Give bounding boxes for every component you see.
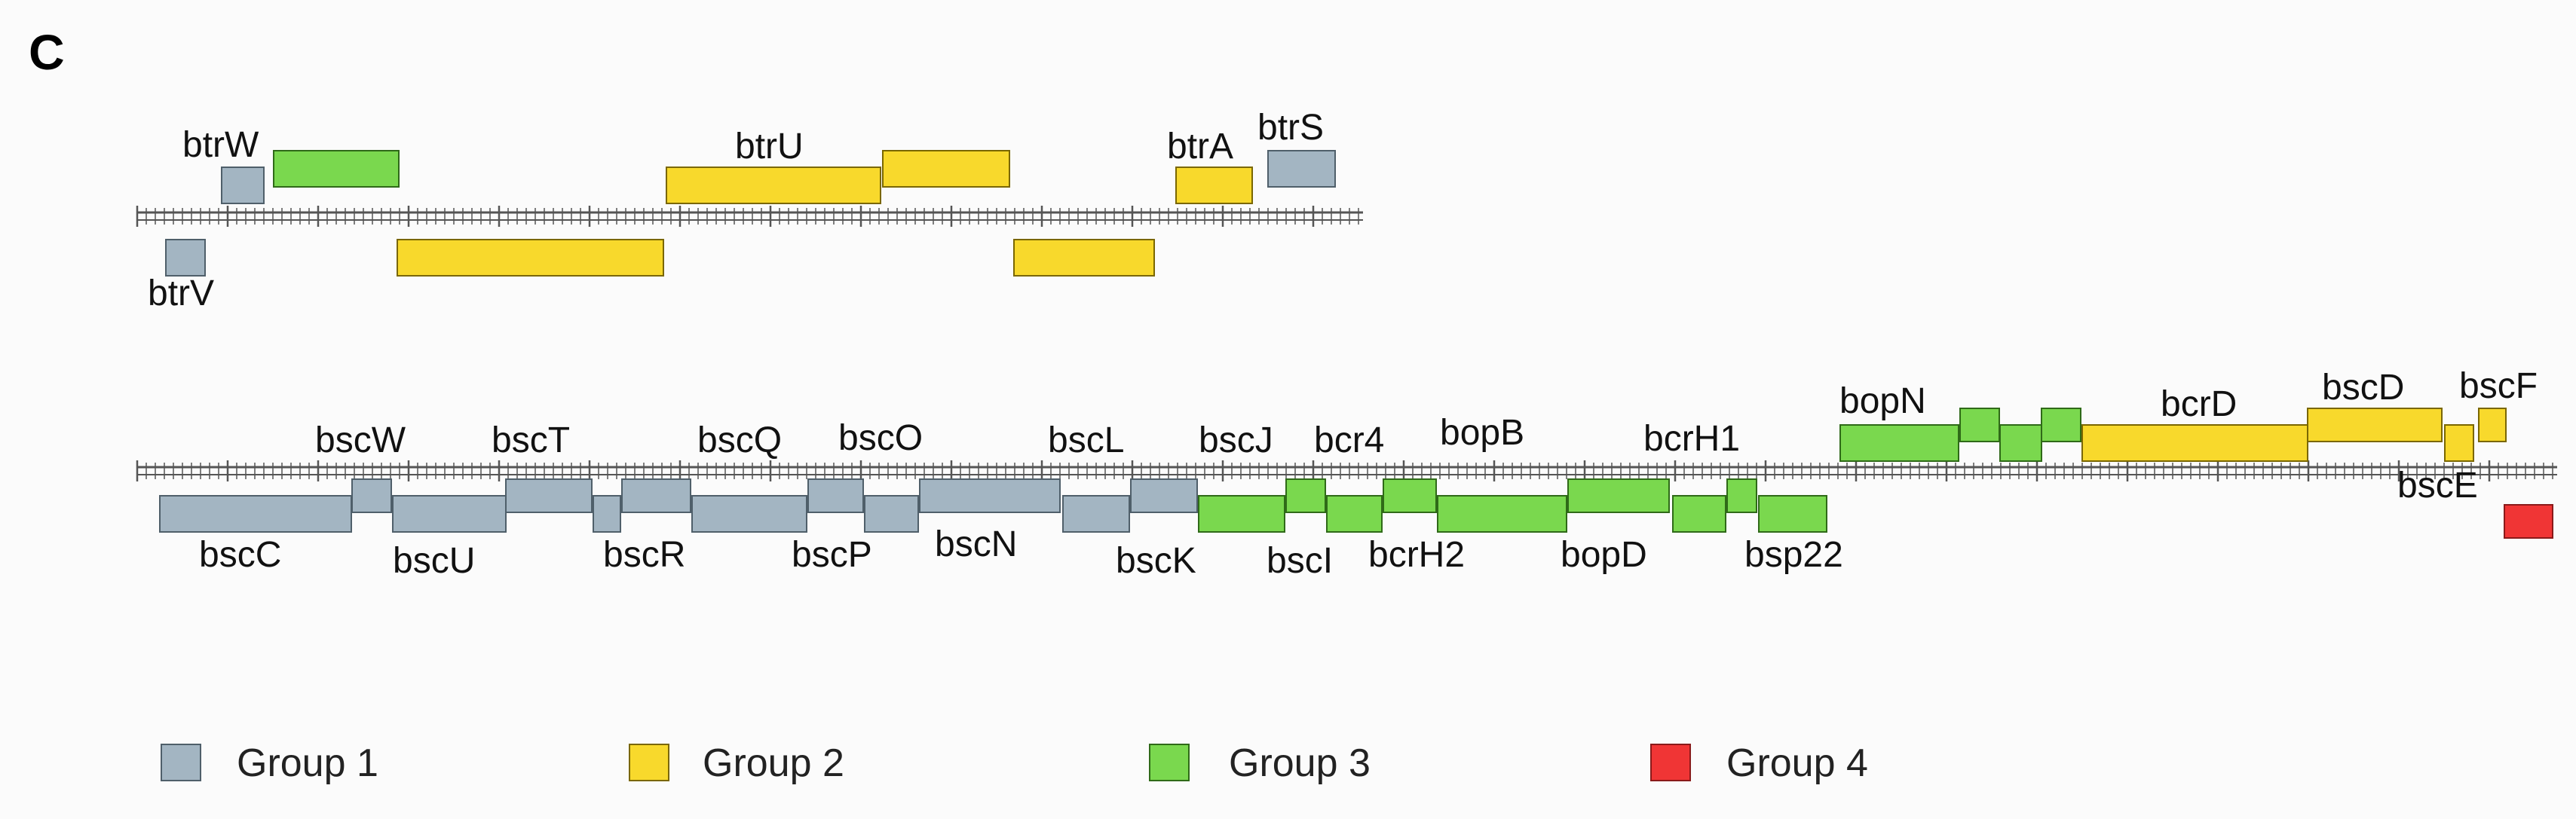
gene-bscU xyxy=(392,495,507,533)
gene-bcr4 xyxy=(1326,495,1383,533)
gene-bcrH2 xyxy=(1383,478,1437,513)
gene-bopN xyxy=(1839,424,1959,462)
label-bscI: bscI xyxy=(1267,541,1333,581)
label-bscK: bscK xyxy=(1116,541,1196,581)
gene-bscO xyxy=(807,478,864,513)
gene-bsp22 xyxy=(1758,495,1827,533)
gene-bscI xyxy=(1285,478,1326,513)
label-bopB: bopB xyxy=(1440,413,1524,453)
panel-label: C xyxy=(29,24,65,80)
gene-bscQ xyxy=(691,495,807,533)
legend-label-group1: Group 1 xyxy=(237,741,378,785)
bottom-track-genes-below xyxy=(159,478,2553,539)
gene-btrV xyxy=(165,239,206,277)
gene-bopD xyxy=(1567,478,1670,513)
gene-bscK xyxy=(1130,478,1198,513)
label-btrU: btrU xyxy=(735,127,804,167)
gene-bopB xyxy=(1437,495,1567,533)
bottom-track-labels: bscW bscT bscQ bscO bscL bscJ bcr4 bopB … xyxy=(199,366,2538,581)
gene-bscD-small xyxy=(2444,424,2474,462)
top-track-genes-below xyxy=(165,239,1155,277)
gene-green-a xyxy=(1959,408,2000,442)
label-bcr4: bcr4 xyxy=(1314,420,1384,460)
label-bscW: bscW xyxy=(315,420,406,460)
label-bscL: bscL xyxy=(1048,420,1124,460)
label-bscP: bscP xyxy=(792,535,872,575)
label-bscF: bscF xyxy=(2459,366,2538,406)
gene-bscJ xyxy=(1198,495,1285,533)
bottom-track-genes-above xyxy=(1839,408,2507,462)
label-bscO: bscO xyxy=(838,418,923,458)
legend-label-group3: Group 3 xyxy=(1229,741,1371,785)
gene-bscE xyxy=(2504,504,2553,539)
gene-btrW xyxy=(221,167,265,204)
bottom-track-ruler xyxy=(136,460,2557,481)
legend-swatch-group3 xyxy=(1149,744,1190,781)
gene-bscR-small xyxy=(593,495,621,533)
gene-bcrH1 xyxy=(1672,495,1726,533)
gene-green-c xyxy=(2041,408,2081,442)
gene-green-b xyxy=(1999,424,2042,462)
gene-btrU xyxy=(666,167,881,204)
label-bsp22: bsp22 xyxy=(1744,535,1843,575)
legend-label-group4: Group 4 xyxy=(1726,741,1868,785)
gene-btrW-neighbor xyxy=(273,150,400,188)
label-bscU: bscU xyxy=(393,541,475,581)
gene-bcrD xyxy=(2081,424,2308,462)
label-bcrH1: bcrH1 xyxy=(1643,419,1740,459)
legend-label-group2: Group 2 xyxy=(703,741,844,785)
gene-bscC xyxy=(159,495,352,533)
top-track-labels: btrW btrU btrA btrS btrV xyxy=(148,108,1324,313)
label-bscT: bscT xyxy=(492,420,570,460)
label-bscC: bscC xyxy=(199,535,281,575)
label-bopD: bopD xyxy=(1561,535,1647,575)
top-track-genes xyxy=(221,150,1336,204)
label-bscR: bscR xyxy=(603,535,685,575)
gene-bscR xyxy=(621,478,691,513)
label-bscQ: bscQ xyxy=(697,420,782,460)
gene-bscL xyxy=(1062,495,1130,533)
gene-bscT xyxy=(505,478,593,513)
label-bscN: bscN xyxy=(935,524,1017,564)
gene-bscD xyxy=(2307,408,2443,442)
label-bcrH2: bcrH2 xyxy=(1368,535,1465,575)
legend: Group 1 Group 2 Group 3 Group 4 xyxy=(161,741,1868,785)
legend-swatch-group4 xyxy=(1650,744,1691,781)
label-btrW: btrW xyxy=(182,125,259,165)
gene-top-yellow-1 xyxy=(397,239,664,277)
gene-bscF xyxy=(2478,408,2507,442)
legend-swatch-group1 xyxy=(161,744,201,781)
label-btrA: btrA xyxy=(1167,127,1233,167)
label-btrV: btrV xyxy=(148,274,214,313)
gene-bscW xyxy=(351,478,392,513)
gene-bscN xyxy=(919,478,1061,513)
label-bopN: bopN xyxy=(1839,381,1926,421)
gene-bscP xyxy=(864,495,919,533)
gene-top-yellow-2 xyxy=(1013,239,1155,277)
label-bscJ: bscJ xyxy=(1199,420,1273,460)
gene-btrU-neighbor xyxy=(882,150,1010,188)
gene-btrA xyxy=(1175,167,1253,204)
top-track-ruler xyxy=(136,206,1363,227)
gene-bsp22-small xyxy=(1726,478,1757,513)
legend-swatch-group2 xyxy=(629,744,669,781)
label-btrS: btrS xyxy=(1257,108,1324,148)
label-bscE: bscE xyxy=(2397,466,2478,506)
gene-btrS xyxy=(1267,150,1336,188)
label-bscD: bscD xyxy=(2322,368,2404,408)
label-bcrD: bcrD xyxy=(2161,384,2237,424)
